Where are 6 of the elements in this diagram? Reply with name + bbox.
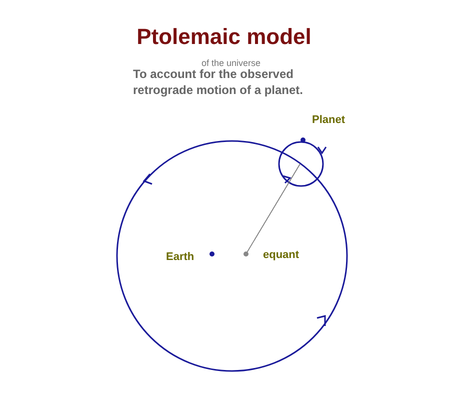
description-text: To account for the observed retrograde motion of a planet. — [133, 66, 304, 98]
subtitle: of the universe — [201, 58, 261, 68]
equant-label: equant — [263, 249, 300, 261]
earth-label: Earth — [166, 251, 194, 263]
planet-label: Planet — [312, 114, 346, 126]
diagram-title: Ptolemaic model — [136, 24, 312, 50]
